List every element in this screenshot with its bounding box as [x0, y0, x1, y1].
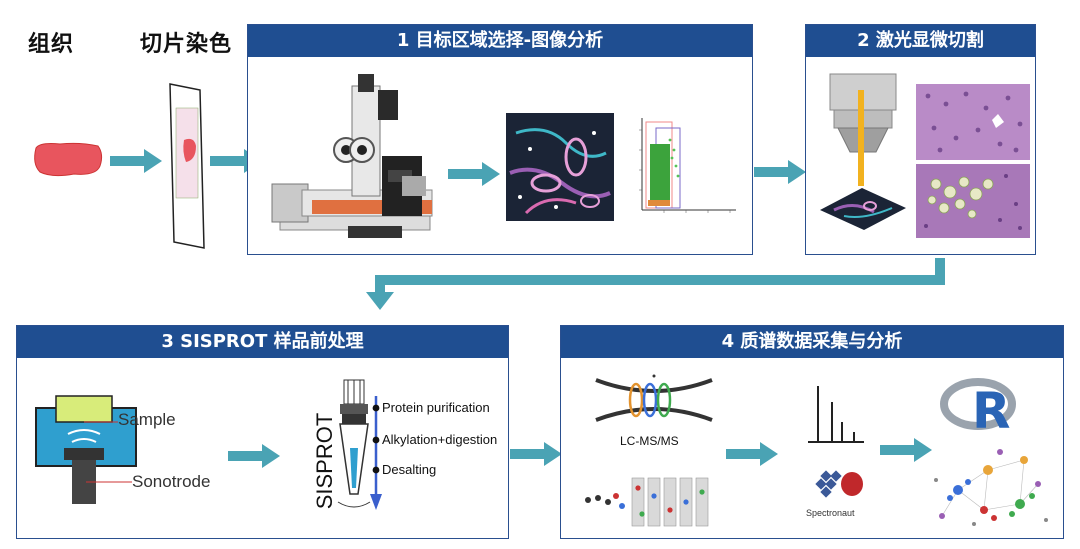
flow-arrow-7: [726, 442, 778, 466]
panel-2-title: 2 激光显微切割: [806, 25, 1035, 57]
lcms-label: LC-MS/MS: [620, 434, 679, 448]
laser-objective-icon: [820, 73, 906, 230]
spectronaut-logo-icon: [815, 470, 863, 498]
r-logo-icon: R: [940, 378, 1016, 434]
histology-image-bottom: [916, 164, 1030, 238]
fluorescence-image: [506, 113, 614, 221]
ms-spectrum-icon: [808, 386, 864, 443]
panel-3-title: 3 SISPROT 样品前处理: [17, 326, 508, 358]
flow-arrow-4: [754, 160, 806, 184]
svg-text:R: R: [972, 382, 1011, 434]
flow-gating-plot: [639, 118, 736, 213]
flow-arrow-3: [448, 162, 500, 186]
sisprot-process-arrow: [370, 396, 382, 510]
stained-slide-icon: [169, 83, 205, 249]
flow-arrow-8: [880, 438, 932, 462]
sonication-sonotrode-label: Sonotrode: [132, 472, 211, 491]
flow-arrow-1: [110, 149, 162, 173]
sonication-sample-label: Sample: [118, 410, 176, 429]
flow-arrow-5: [228, 444, 280, 468]
sisprot-tip-icon: [337, 379, 371, 508]
staining-label: 切片染色: [140, 32, 233, 57]
sisprot-step-1: Protein purification: [382, 400, 490, 415]
spectronaut-label: Spectronaut: [806, 508, 855, 518]
sonication-leader-lines: [84, 421, 132, 483]
panel-4-title: 4 质谱数据采集与分析: [561, 326, 1063, 358]
sisprot-step-2: Alkylation+digestion: [382, 432, 498, 447]
lc-separation-strip: [585, 477, 709, 527]
histology-image-top: [916, 84, 1030, 160]
panel-1-title: 1 目标区域选择-图像分析: [248, 25, 752, 57]
panel-region-selection: 1 目标区域选择-图像分析: [247, 24, 753, 255]
microscope-icon: [271, 74, 433, 238]
flow-arrow-6: [510, 442, 562, 466]
flow-connector: [366, 258, 945, 310]
tissue-sample-icon: [34, 142, 103, 177]
sonication-diagram: [35, 395, 137, 504]
lcms-ion-optics-icon: [595, 374, 713, 422]
tissue-label: 组织: [28, 32, 75, 57]
network-graph: [934, 449, 1048, 526]
panel-ms-analysis: 4 质谱数据采集与分析: [560, 325, 1064, 539]
sisprot-step-3: Desalting: [382, 462, 437, 477]
